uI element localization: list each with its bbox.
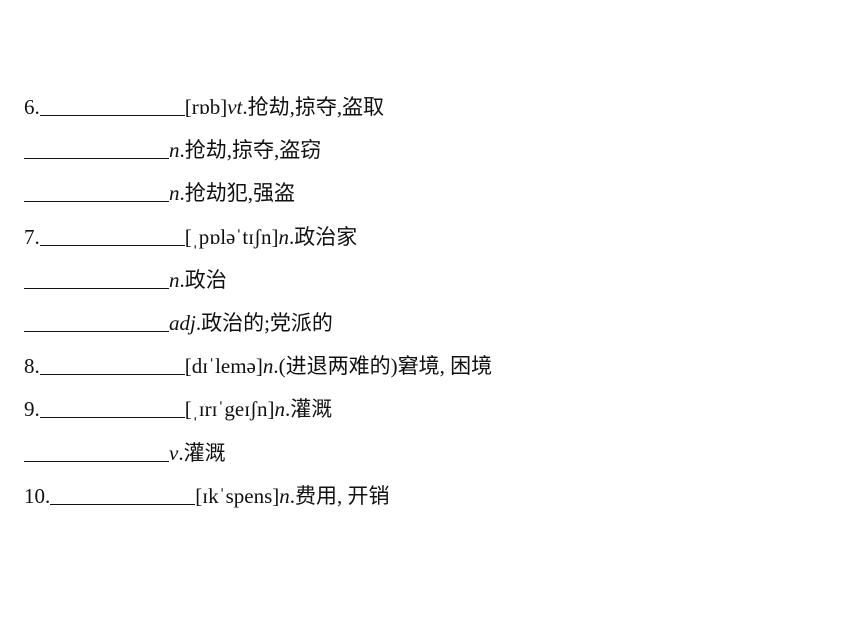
part-of-speech: adj <box>169 310 196 335</box>
answer-blank[interactable] <box>24 157 169 160</box>
entry-line-6-noun: n.抢劫,掠夺,盗窃 <box>24 135 844 178</box>
meaning: .政治家 <box>289 224 358 249</box>
entry-number: 7. <box>24 224 40 249</box>
answer-blank[interactable] <box>50 503 196 505</box>
phonetic: [ˌɪrɪˈgeɪʃn] <box>184 397 275 422</box>
meaning: .抢劫,掠夺,盗取 <box>242 95 385 119</box>
vocabulary-worksheet: 6.[rɒb]vt.抢劫,掠夺,盗取 n.抢劫,掠夺,盗窃 n.抢劫犯,强盗 7… <box>24 92 844 524</box>
part-of-speech: n <box>169 138 180 163</box>
part-of-speech: n <box>278 224 290 249</box>
part-of-speech: n <box>262 354 274 379</box>
answer-blank[interactable] <box>39 244 185 246</box>
meaning: .抢劫,掠夺,盗窃 <box>179 138 322 163</box>
part-of-speech: vt <box>227 95 243 119</box>
entry-line-8: 8. [dɪˈlemə]n.(进退两难的)窘境, 困境 <box>24 351 844 394</box>
meaning: .灌溉 <box>178 440 226 465</box>
answer-blank[interactable] <box>24 460 169 462</box>
phonetic: [rɒb] <box>184 95 228 119</box>
entry-line-10: 10. [ɪkˈspens]n.费用, 开销 <box>24 481 844 524</box>
part-of-speech: n <box>169 181 180 206</box>
answer-blank[interactable] <box>39 114 185 116</box>
entry-line-9: 9. [ˌɪrɪˈgeɪʃn]n.灌溉 <box>24 394 844 437</box>
entry-line-6: 6. [rɒb]vt.抢劫,掠夺,盗取 <box>24 92 844 135</box>
answer-blank[interactable] <box>24 200 169 203</box>
meaning: .(进退两难的)窘境, 困境 <box>273 354 493 379</box>
meaning: .政治 <box>179 267 227 292</box>
meaning: .政治的;党派的 <box>195 310 333 335</box>
entry-line-9-verb: v.灌溉 <box>24 438 844 481</box>
part-of-speech: v <box>169 440 179 465</box>
entry-line-7-adj: adj.政治的;党派的 <box>24 308 844 351</box>
answer-blank[interactable] <box>24 330 169 332</box>
answer-blank[interactable] <box>24 287 169 289</box>
entry-line-7-noun: n.政治 <box>24 265 844 308</box>
phonetic: [dɪˈlemə] <box>184 354 263 379</box>
meaning: .费用, 开销 <box>289 483 390 508</box>
entry-line-6-person: n.抢劫犯,强盗 <box>24 178 844 221</box>
answer-blank[interactable] <box>39 416 185 419</box>
phonetic: [ˌpɒləˈtɪʃn] <box>184 224 279 249</box>
part-of-speech: n <box>274 397 286 422</box>
answer-blank[interactable] <box>39 373 185 376</box>
entry-number: 8. <box>24 354 40 379</box>
entry-number: 10. <box>24 483 51 508</box>
meaning: .抢劫犯,强盗 <box>179 181 296 206</box>
part-of-speech: n <box>169 267 180 292</box>
meaning: .灌溉 <box>285 397 333 422</box>
entry-line-7: 7. [ˌpɒləˈtɪʃn]n.政治家 <box>24 222 844 265</box>
part-of-speech: n <box>279 483 290 508</box>
entry-number: 9. <box>24 397 40 422</box>
phonetic: [ɪkˈspens] <box>195 483 280 508</box>
entry-number: 6. <box>24 95 40 119</box>
